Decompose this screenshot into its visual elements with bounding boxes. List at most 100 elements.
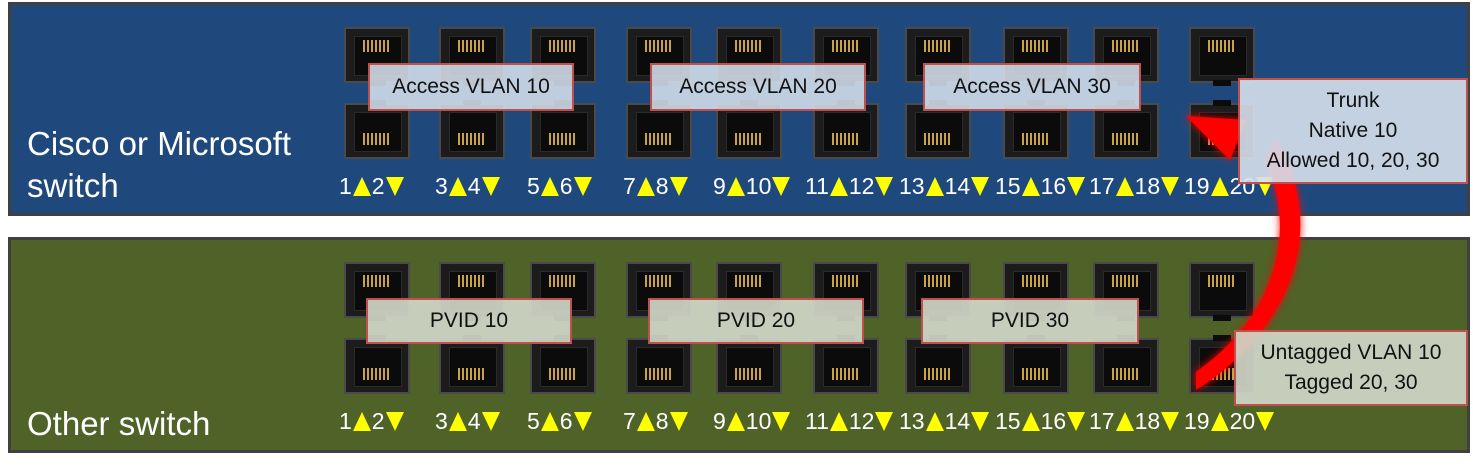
triangle-up-icon [352,177,371,196]
rj45-port-icon [1003,335,1069,394]
top-switch-panel: Cisco or Microsoft switch Access VLAN 10… [8,2,1470,216]
callout-line: Allowed 10, 20, 30 [1266,149,1440,172]
callout-line: Untagged VLAN 10 [1260,341,1442,364]
triangle-up-icon [829,412,848,431]
port-number: 3 [435,173,448,199]
vlan-label: Access VLAN 10 [368,63,574,111]
port-number: 17 [1089,173,1115,199]
port-number: 2 [371,173,385,199]
triangle-up-icon [1021,177,1040,196]
port-number: 20 [1229,408,1256,434]
triangle-up-icon [925,412,944,431]
rj45-port-icon [1093,335,1159,394]
rj45-port-icon [905,100,971,159]
port-number: 9 [713,173,726,199]
port-pair-label: 13 14 [899,173,990,200]
port-number: 18 [1134,173,1161,199]
pvid-label: PVID 20 [648,298,864,344]
rj45-port-icon [1003,100,1069,159]
rj45-port-icon [530,100,596,159]
rj45-port-icon [1093,100,1159,159]
port-number: 19 [1184,173,1210,199]
rj45-port-icon [439,335,505,394]
rj45-port-icon [813,335,879,394]
triangle-up-icon [448,177,467,196]
triangle-up-icon [636,412,655,431]
rj45-port-icon [530,335,596,394]
trunk-callout: Trunk Native 10 Allowed 10, 20, 30 [1238,78,1468,184]
callout-line: Trunk [1326,89,1380,112]
port-number: 12 [848,408,875,434]
port-pair-label: 11 12 [805,173,894,200]
rj45-port-icon [905,335,971,394]
triangle-down-icon [875,177,894,196]
port-number: 11 [805,173,829,199]
rj45-port-icon [344,335,410,394]
triangle-up-icon [726,177,745,196]
triangle-up-icon [540,412,559,431]
port-number: 14 [944,173,971,199]
triangle-up-icon [925,177,944,196]
triangle-up-icon [540,177,559,196]
rj45-port-icon [813,100,879,159]
vlan-label: Access VLAN 30 [923,63,1141,111]
vlan-label: Access VLAN 20 [650,63,866,111]
triangle-down-icon [772,177,791,196]
triangle-up-icon [352,412,371,431]
port-number: 9 [713,408,726,434]
triangle-down-icon [1067,412,1086,431]
port-number: 15 [995,173,1021,199]
rj45-port-icon [1189,27,1255,86]
triangle-down-icon [1161,177,1180,196]
triangle-up-icon [448,412,467,431]
rj45-port-icon [439,100,505,159]
port-number: 16 [1040,408,1067,434]
triangle-down-icon [481,412,500,431]
triangle-down-icon [971,412,990,431]
pvid-label: PVID 10 [366,298,572,344]
port-number: 4 [467,408,481,434]
triangle-down-icon [1067,177,1086,196]
triangle-up-icon [1115,412,1134,431]
triangle-down-icon [669,177,688,196]
triangle-down-icon [385,412,404,431]
triangle-down-icon [1256,412,1275,431]
port-number: 2 [371,408,385,434]
port-pair-label: 9 10 [713,173,791,200]
rj45-port-icon [626,335,692,394]
port-number: 11 [805,408,829,434]
port-number: 3 [435,408,448,434]
port-number: 6 [559,408,573,434]
triangle-down-icon [772,412,791,431]
triangle-down-icon [481,177,500,196]
triangle-down-icon [1161,412,1180,431]
port-pair-label: 11 12 [805,408,894,435]
port-number: 1 [339,408,352,434]
port-number: 8 [655,408,669,434]
port-number: 1 [339,173,352,199]
port-number: 13 [899,173,925,199]
port-number: 6 [559,173,573,199]
port-number: 10 [745,173,772,199]
port-number: 12 [848,173,875,199]
port-number: 17 [1089,408,1115,434]
triangle-up-icon [1115,177,1134,196]
port-number: 19 [1184,408,1210,434]
port-number: 5 [527,408,540,434]
triangle-up-icon [1210,412,1229,431]
port-number: 8 [655,173,669,199]
triangle-up-icon [636,177,655,196]
port-number: 15 [995,408,1021,434]
